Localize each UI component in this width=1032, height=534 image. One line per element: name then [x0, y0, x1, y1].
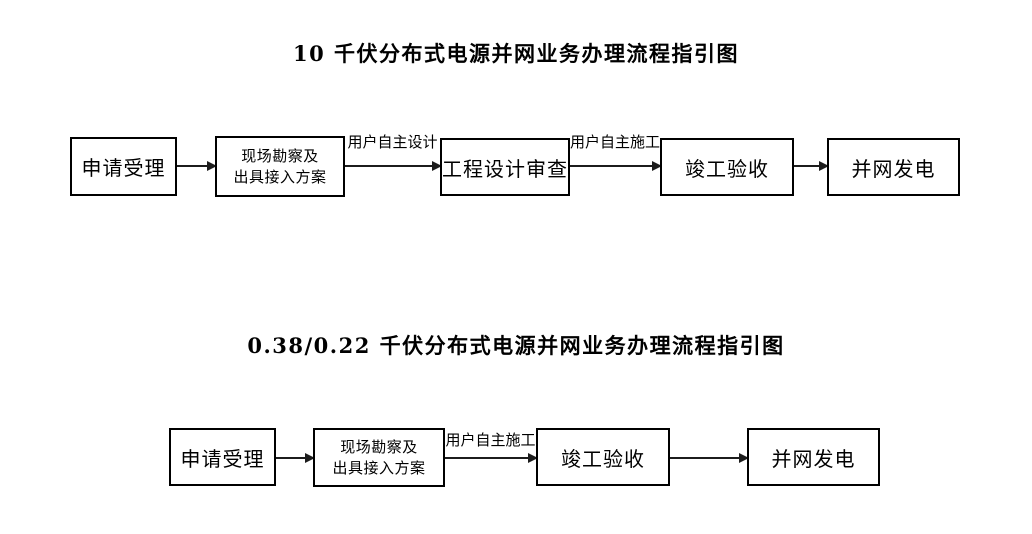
flow1-node-design-review: 工程设计审查 [440, 138, 570, 196]
flow1-node-site-survey-line1: 现场勘察及 [241, 146, 319, 165]
flow2-node-grid-connection: 并网发电 [747, 428, 880, 486]
flow1-node-application-acceptance: 申请受理 [70, 137, 177, 196]
flow2-edge-label-user-construction: 用户自主施工 [445, 431, 536, 449]
flow1-edge-label-user-construction: 用户自主施工 [570, 133, 661, 151]
flow1-edge-label-user-design: 用户自主设计 [347, 133, 438, 151]
flow2-node-application-acceptance: 申请受理 [169, 428, 276, 486]
flow1-arrow-4 [794, 165, 827, 167]
flow2-node-site-survey-line2: 出具接入方案 [332, 458, 426, 477]
flow1-title: 10 千伏分布式电源并网业务办理流程指引图 [292, 41, 740, 66]
flow1-node-site-survey: 现场勘察及 出具接入方案 [215, 136, 345, 197]
flow2-arrow-2 [445, 457, 536, 459]
flow2-node-site-survey: 现场勘察及 出具接入方案 [313, 428, 445, 487]
flow1-arrow-1 [177, 165, 215, 167]
flow1-node-completion-acceptance: 竣工验收 [660, 138, 794, 196]
flow2-node-site-survey-line1: 现场勘察及 [340, 437, 418, 456]
flow2-title: 0.38/0.22 千伏分布式电源并网业务办理流程指引图 [247, 333, 785, 358]
flow2-node-completion-acceptance: 竣工验收 [536, 428, 670, 486]
flow1-arrow-3 [570, 165, 660, 167]
flow1-node-site-survey-line2: 出具接入方案 [233, 167, 327, 186]
flow2-arrow-3 [670, 457, 747, 459]
flow1-arrow-2 [345, 165, 440, 167]
flow1-node-grid-connection: 并网发电 [827, 138, 960, 196]
flow2-arrow-1 [276, 457, 313, 459]
